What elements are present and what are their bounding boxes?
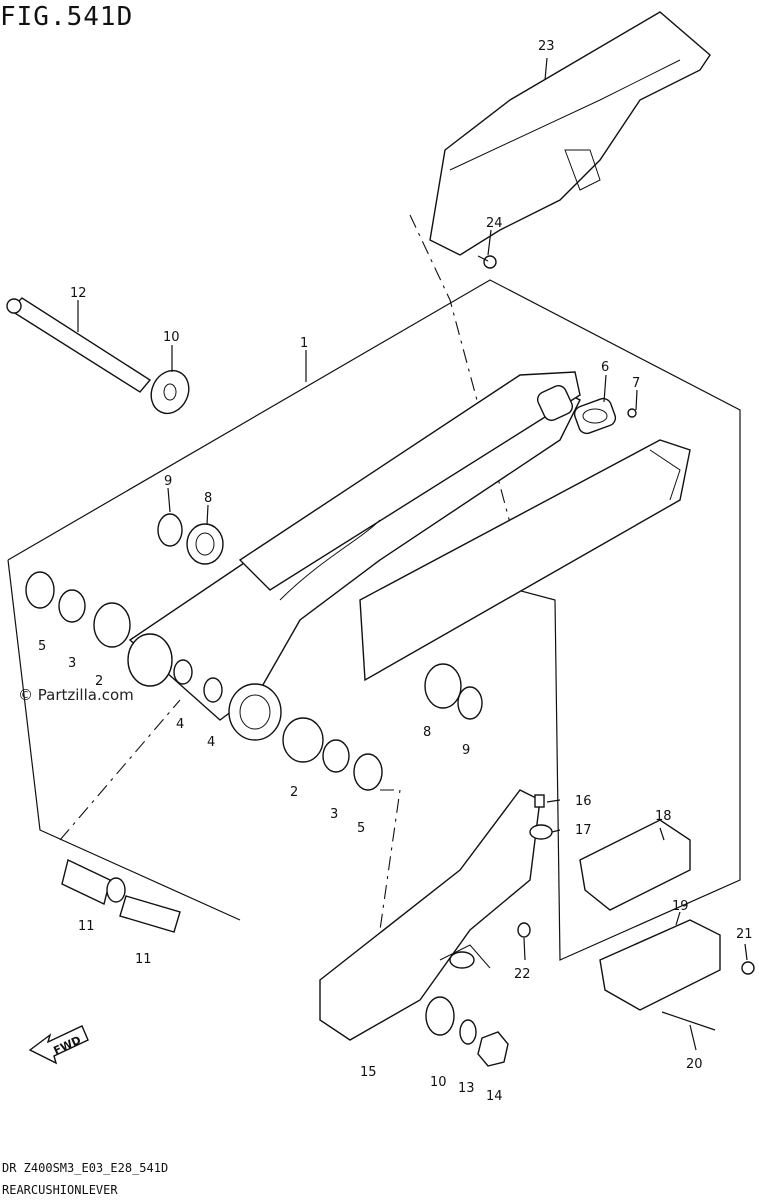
callout-11: 11 (78, 919, 95, 934)
callout-9: 9 (462, 743, 470, 758)
washer-top (150, 369, 190, 415)
guard-screw (477, 255, 497, 269)
chain-guide (579, 819, 755, 1031)
callout-5: 5 (38, 639, 46, 654)
lower-fasteners (425, 996, 509, 1067)
callout-24: 24 (486, 216, 503, 231)
chain-guard (429, 11, 711, 256)
callout-14: 14 (486, 1089, 503, 1104)
guide-fasteners (517, 794, 553, 938)
bearing-set-upper (157, 513, 224, 565)
callout-20: 20 (686, 1057, 703, 1072)
callout-4: 4 (207, 735, 215, 750)
callout-21: 21 (736, 927, 753, 942)
bearing-set-left (25, 571, 223, 703)
callout-3: 3 (330, 807, 338, 822)
watermark: © Partzilla.com (18, 686, 134, 704)
callout-16: 16 (575, 794, 592, 809)
swingarm (127, 371, 691, 741)
adjuster-plate (573, 397, 617, 435)
callout-9: 9 (164, 474, 172, 489)
callout-23: 23 (538, 39, 555, 54)
kit-boundary (59, 699, 181, 841)
spacers (61, 859, 181, 933)
leader-lines (77, 57, 748, 1051)
adjuster-screw (627, 408, 637, 418)
callout-3: 3 (68, 656, 76, 671)
callout-10: 10 (430, 1075, 447, 1090)
kit-boundary (379, 789, 401, 931)
footer-name: REARCUSHIONLEVER (2, 1183, 118, 1197)
callout-4: 4 (176, 717, 184, 732)
fwd-arrow-icon (28, 1025, 89, 1065)
callout-6: 6 (601, 360, 609, 375)
callout-2: 2 (95, 674, 103, 689)
callout-12: 12 (70, 286, 87, 301)
callout-2: 2 (290, 785, 298, 800)
callout-17: 17 (575, 823, 592, 838)
callout-10: 10 (163, 330, 180, 345)
callout-8: 8 (204, 491, 212, 506)
callout-11: 11 (135, 952, 152, 967)
figure-title: FIG.541D (0, 2, 134, 32)
callout-8: 8 (423, 725, 431, 740)
callout-1: 1 (300, 336, 308, 351)
callout-5: 5 (357, 821, 365, 836)
chain-buffer (319, 789, 541, 1041)
callout-22: 22 (514, 967, 531, 982)
bearing-set-lower (282, 663, 483, 791)
assembly-outline (7, 279, 741, 961)
pivot-bolt (6, 297, 152, 393)
callout-19: 19 (672, 899, 689, 914)
callout-15: 15 (360, 1065, 377, 1080)
callout-18: 18 (655, 809, 672, 824)
callout-7: 7 (632, 376, 640, 391)
callout-13: 13 (458, 1081, 475, 1096)
footer-code: DR Z400SM3_E03_E28_541D (2, 1161, 169, 1175)
